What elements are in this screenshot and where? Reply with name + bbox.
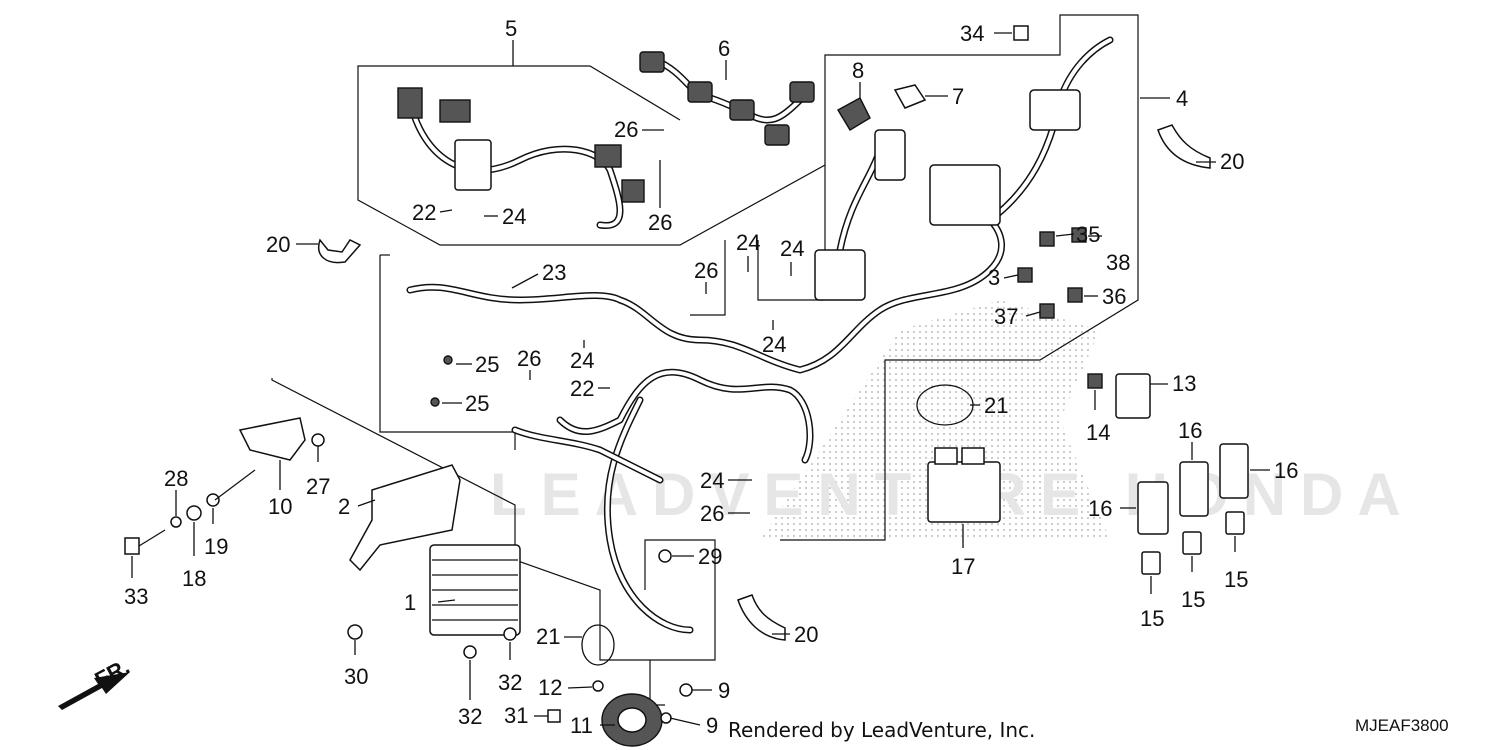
callout-33: 33 — [124, 584, 148, 609]
callout-9b: 9 — [706, 713, 718, 738]
callout-15b: 15 — [1181, 587, 1205, 612]
callout-16b: 16 — [1178, 418, 1202, 443]
front-direction-arrow: FR. — [58, 654, 134, 710]
callout-23: 23 — [542, 260, 566, 285]
callout-1: 1 — [404, 590, 416, 615]
callout-21a: 21 — [984, 393, 1008, 418]
callout-26d: 26 — [517, 346, 541, 371]
callout-10: 10 — [268, 494, 292, 519]
callout-36: 36 — [1102, 284, 1126, 309]
callout-24a: 24 — [502, 204, 526, 229]
callout-7: 7 — [952, 84, 964, 109]
callout-8: 8 — [852, 58, 864, 83]
callout-31: 31 — [504, 703, 528, 728]
callout-26e: 26 — [700, 501, 724, 526]
callout-20a: 20 — [266, 232, 290, 257]
callout-25b: 25 — [465, 391, 489, 416]
callout-24d: 24 — [762, 332, 786, 357]
diagram-code: MJEAF3800 — [1355, 716, 1449, 735]
callout-30: 30 — [344, 664, 368, 689]
callout-20c: 20 — [794, 622, 818, 647]
callout-27: 27 — [306, 474, 330, 499]
callout-24f: 24 — [700, 468, 724, 493]
callout-17: 17 — [951, 554, 975, 579]
callout-5: 5 — [505, 16, 517, 41]
main-wire-harness — [406, 36, 1114, 634]
callout-22b: 22 — [570, 376, 594, 401]
callout-20b: 20 — [1220, 149, 1244, 174]
callout-24b: 24 — [736, 230, 760, 255]
callout-18: 18 — [182, 566, 206, 591]
callout-14: 14 — [1086, 420, 1110, 445]
callout-13: 13 — [1172, 371, 1196, 396]
callout-15a: 15 — [1140, 606, 1164, 631]
callout-6: 6 — [718, 36, 730, 61]
callout-25a: 25 — [475, 352, 499, 377]
callout-28: 28 — [164, 466, 188, 491]
callout-34: 34 — [960, 21, 984, 46]
callout-9a: 9 — [718, 678, 730, 703]
callout-32a: 32 — [458, 704, 482, 729]
callout-35: 35 — [1076, 222, 1100, 247]
callout-24c: 24 — [780, 236, 804, 261]
callout-16a: 16 — [1088, 496, 1112, 521]
callout-22a: 22 — [412, 200, 436, 225]
callout-38: 38 — [1106, 250, 1130, 275]
callout-26c: 26 — [694, 258, 718, 283]
sub-harness-5 — [397, 87, 645, 229]
callout-15c: 15 — [1224, 567, 1248, 592]
callout-2: 2 — [338, 494, 350, 519]
callouts: 1 2 3 4 5 6 7 8 9 9 10 11 12 13 14 15 — [124, 16, 1298, 738]
callout-26b: 26 — [648, 210, 672, 235]
sub-harness-6 — [639, 51, 815, 146]
callout-12: 12 — [538, 675, 562, 700]
callout-24e: 24 — [570, 348, 594, 373]
callout-37: 37 — [994, 304, 1018, 329]
callout-16c: 16 — [1274, 458, 1298, 483]
components — [124, 25, 1249, 747]
render-credit: Rendered by LeadVenture, Inc. — [728, 718, 1036, 742]
callout-11: 11 — [570, 713, 593, 738]
callout-19: 19 — [204, 534, 228, 559]
callout-32b: 32 — [498, 670, 522, 695]
callout-21b: 21 — [536, 624, 560, 649]
callout-29: 29 — [698, 544, 722, 569]
callout-4: 4 — [1176, 86, 1188, 111]
callout-3: 3 — [988, 265, 1000, 290]
callout-26a: 26 — [614, 117, 638, 142]
